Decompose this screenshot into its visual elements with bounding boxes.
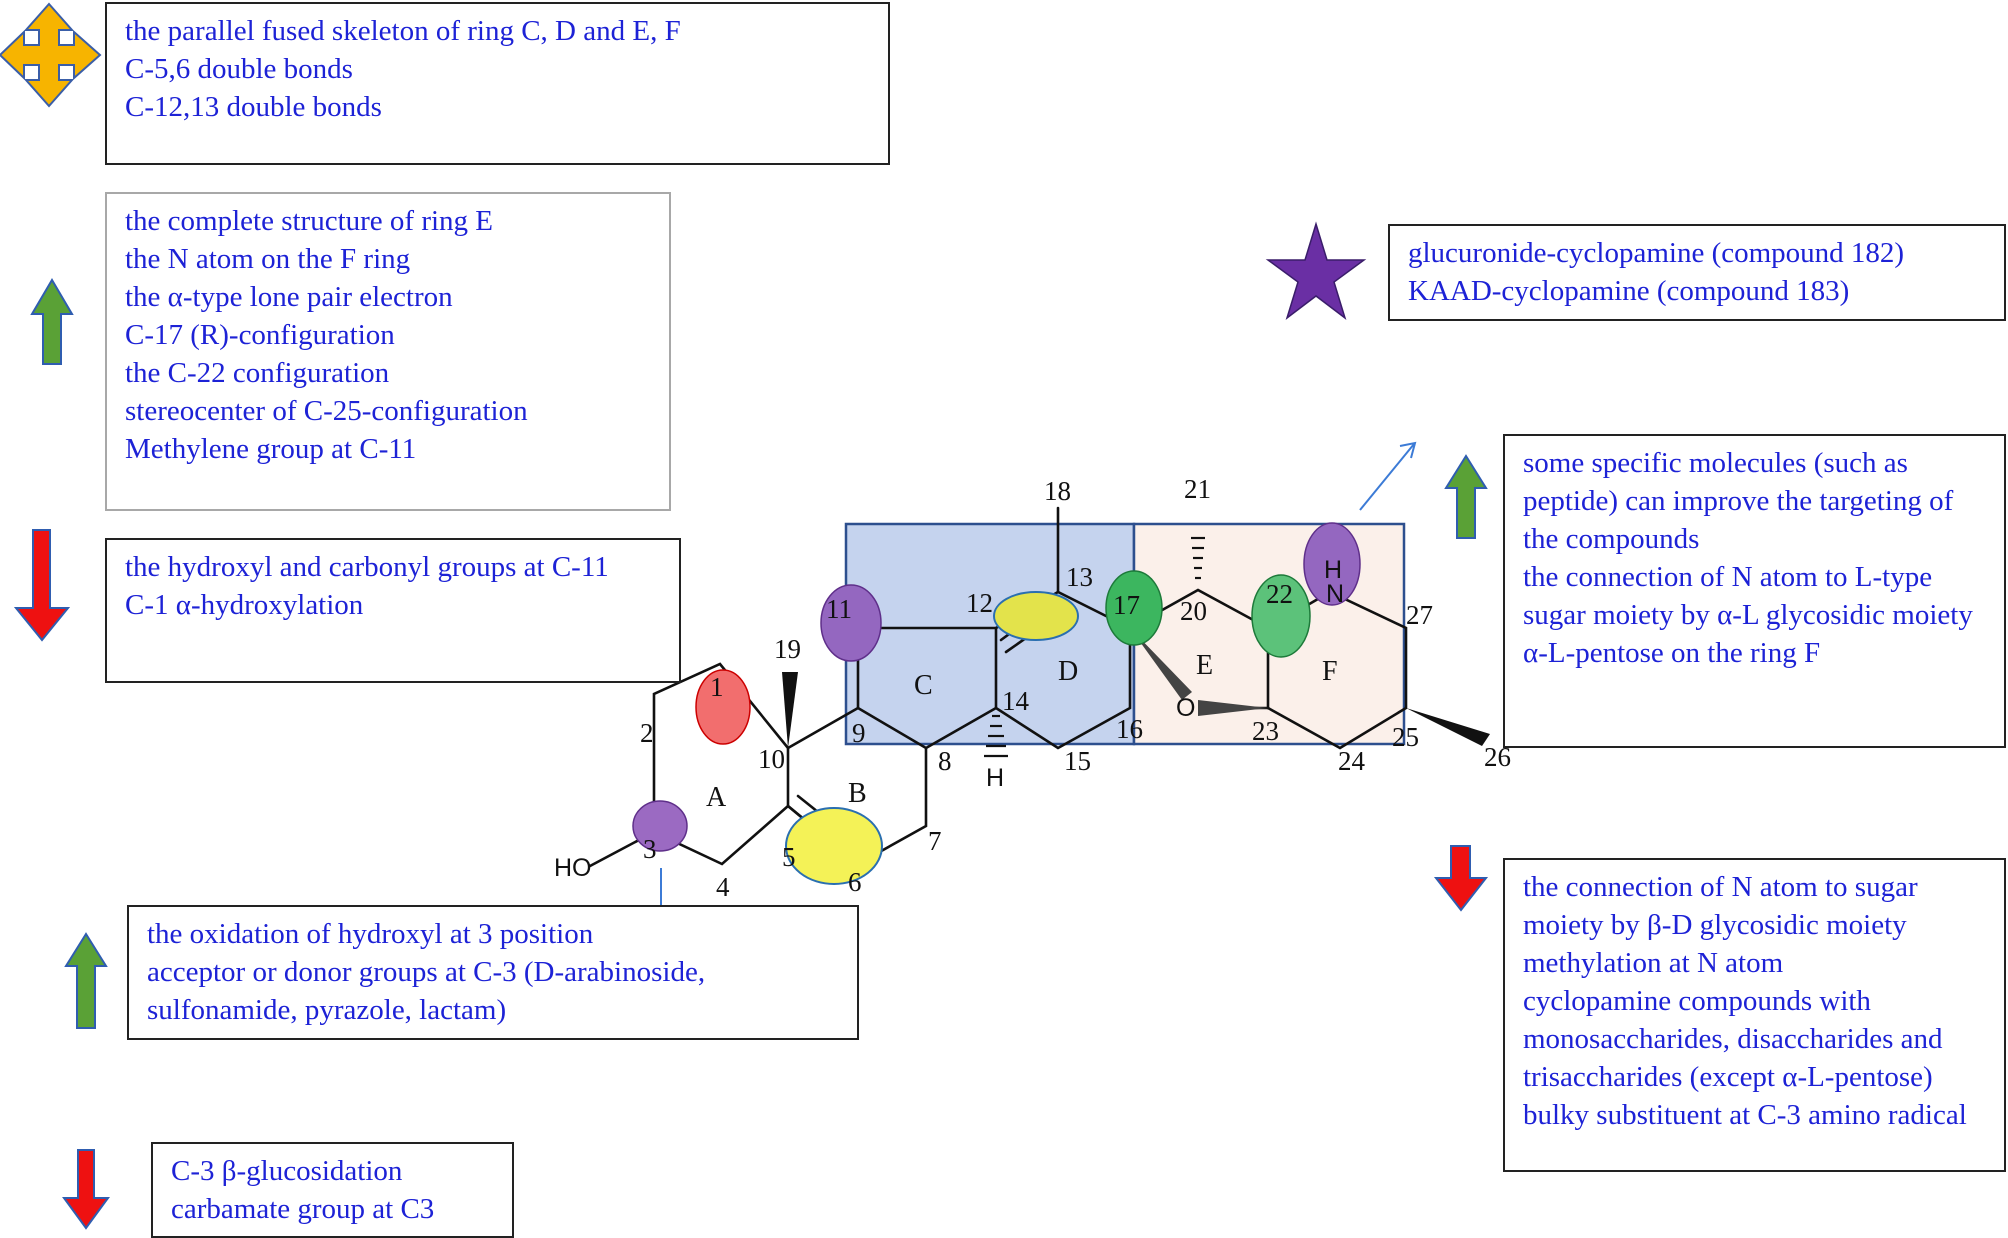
atom-label-25: 25 <box>1392 722 1419 752</box>
atom-label-23: 23 <box>1252 716 1279 746</box>
ring-label-d: D <box>1058 656 1078 687</box>
atom-label-20: 20 <box>1180 596 1207 626</box>
wedge-bond-23-o <box>1198 700 1268 716</box>
box-line: sulfonamide, pyrazole, lactam) <box>147 994 507 1026</box>
box-line: the connection of N atom to sugar moiety… <box>1523 871 1918 941</box>
atom-label-19: 19 <box>774 634 801 664</box>
atom-label-10: 10 <box>758 744 785 774</box>
box-line: C-5,6 double bonds <box>125 53 353 85</box>
up-arrow-icon <box>64 932 108 1029</box>
box-line: C-12,13 double bonds <box>125 91 382 123</box>
highlight-c3 <box>632 800 688 852</box>
c11-features-box: the hydroxyl and carbonyl groups at C-11… <box>105 538 681 683</box>
hydrogen-label-14: H <box>986 764 1004 792</box>
box-line: cyclopamine compounds with monosaccharid… <box>1523 985 1943 1093</box>
box-line: the parallel fused skeleton of ring C, D… <box>125 15 681 47</box>
sugar-moiety-box: the connection of N atom to sugar moiety… <box>1503 858 2006 1172</box>
box-line: the connection of N atom to L-type sugar… <box>1523 561 1973 631</box>
ring-label-b: B <box>848 778 867 809</box>
atom-label-27: 27 <box>1406 600 1433 630</box>
box-line: C-17 (R)-configuration <box>125 319 395 351</box>
ring-label-a: A <box>706 782 727 813</box>
box-line: acceptor or donor groups at C-3 (D-arabi… <box>147 956 706 988</box>
highlight-c5-c6 <box>785 807 883 885</box>
box-line: Methylene group at C-11 <box>125 433 417 465</box>
atom-label-12: 12 <box>966 588 993 618</box>
atom-label-5: 5 <box>782 842 796 872</box>
four-way-move-arrow-icon <box>0 2 102 108</box>
down-arrow-icon <box>62 1149 110 1230</box>
atom-label-17: 17 <box>1113 590 1140 620</box>
atom-label-22: 22 <box>1266 579 1293 609</box>
nh-hydrogen-label: H <box>1324 556 1342 584</box>
box-line: bulky substituent at C-3 amino radical <box>1523 1099 1967 1131</box>
atom-label-13: 13 <box>1066 562 1093 592</box>
up-arrow-icon <box>1444 454 1488 539</box>
box-line: the C-22 configuration <box>125 357 390 389</box>
wedge-bond-19 <box>782 672 798 748</box>
box-line: the hydroxyl and carbonyl groups at C-11 <box>125 551 609 583</box>
box-line: the N atom on the F ring <box>125 243 411 275</box>
wedge-bond-17-o <box>1130 628 1192 700</box>
atom-label-6: 6 <box>848 867 862 897</box>
nh-nitrogen-label: N <box>1326 580 1344 608</box>
ring-label-e: E <box>1196 650 1213 681</box>
box-line: carbamate group at C3 <box>171 1193 435 1225</box>
box-line: α-L-pentose on the ring F <box>1523 637 1821 669</box>
box-line: C-3 β-glucosidation <box>171 1155 403 1187</box>
highlight-c1 <box>695 669 751 745</box>
compounds-box: glucuronide-cyclopamine (compound 182) K… <box>1388 224 2006 321</box>
atom-label-4: 4 <box>716 872 730 902</box>
highlight-nh <box>1303 522 1361 606</box>
box-line: C-1 α-hydroxylation <box>125 589 364 621</box>
atom-label-8: 8 <box>938 746 952 776</box>
atom-label-9: 9 <box>852 718 866 748</box>
oxygen-label: O <box>1176 694 1195 722</box>
hash-bond-14-h <box>984 714 1008 758</box>
atom-label-1: 1 <box>710 672 724 702</box>
box-line: glucuronide-cyclopamine (compound 182) <box>1408 237 1905 269</box>
atom-label-11: 11 <box>826 594 852 624</box>
box-line: the complete structure of ring E <box>125 205 494 237</box>
ring-label-c: C <box>914 670 933 701</box>
atom-label-7: 7 <box>928 826 942 856</box>
down-arrow-icon <box>13 529 71 642</box>
highlight-c12-c13 <box>993 591 1079 641</box>
star-icon <box>1265 221 1367 320</box>
c3-decrease-box: C-3 β-glucosidation carbamate group at C… <box>151 1142 514 1238</box>
atom-label-16: 16 <box>1116 714 1143 744</box>
atom-label-14: 14 <box>1002 686 1030 716</box>
box-line: methylation at N atom <box>1523 947 1784 979</box>
atom-label-21: 21 <box>1184 474 1211 504</box>
box-line: the α-type lone pair electron <box>125 281 453 313</box>
box-line: the oxidation of hydroxyl at 3 position <box>147 918 594 950</box>
highlight-c22 <box>1251 574 1311 658</box>
down-arrow-icon <box>1433 845 1489 912</box>
c3-improvement-box: the oxidation of hydroxyl at 3 position … <box>127 905 859 1040</box>
highlight-c17 <box>1105 570 1163 646</box>
skeleton-features-box: the parallel fused skeleton of ring C, D… <box>105 2 890 165</box>
highlight-c11 <box>820 584 882 662</box>
ring-cd-region <box>844 522 1136 746</box>
atom-label-2: 2 <box>640 718 654 748</box>
hydroxyl-label: HO <box>554 854 592 882</box>
ring-e-f-features-box: the complete structure of ring E the N a… <box>105 192 671 511</box>
box-line: some specific molecules (such as peptide… <box>1523 447 1954 555</box>
box-line: KAAD-cyclopamine (compound 183) <box>1408 275 1850 307</box>
atom-label-15: 15 <box>1064 746 1091 776</box>
pointer-arrow-ring-f <box>1359 441 1417 511</box>
atom-label-18: 18 <box>1044 476 1071 506</box>
wedge-bond-25-26 <box>1406 708 1490 746</box>
ring-label-f: F <box>1322 656 1338 687</box>
atom-label-24: 24 <box>1338 746 1366 776</box>
atom-label-3: 3 <box>643 834 657 864</box>
box-line: stereocenter of C-25-configuration <box>125 395 528 427</box>
hash-bond-20-21 <box>1191 536 1205 580</box>
targeting-box: some specific molecules (such as peptide… <box>1503 434 2006 748</box>
up-arrow-icon <box>30 278 74 365</box>
